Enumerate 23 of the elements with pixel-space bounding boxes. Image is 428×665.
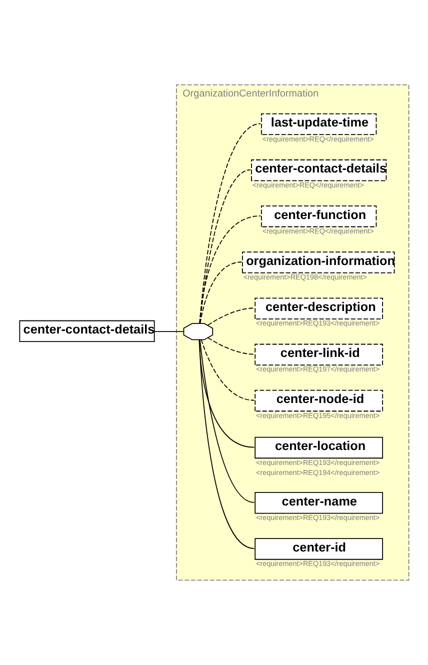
connector <box>208 308 255 326</box>
connector <box>200 339 255 401</box>
node-label: <requirement>REQ193</requirement> <box>256 559 380 568</box>
node-label: <requirement>REQ197</requirement> <box>256 364 380 374</box>
connector <box>200 262 242 324</box>
connector <box>199 339 255 503</box>
connector <box>198 339 255 448</box>
node-label: <requirement>REQ194</requirement> <box>256 468 380 477</box>
connector <box>154 331 184 332</box>
connector <box>199 123 261 324</box>
connector <box>208 337 255 355</box>
node-label: <requirement>REQ195</requirement> <box>256 410 380 420</box>
node-label: <requirement>REQ193</requirement> <box>256 318 380 328</box>
connector <box>199 215 261 324</box>
node-label: <requirement>REQ193</requirement> <box>256 512 380 522</box>
node-label: <requirement>REQ</requirement> <box>252 180 364 190</box>
node-label: <requirement>REQ</requirement> <box>262 134 374 144</box>
node-label: <requirement>REQ193</requirement> <box>256 458 380 467</box>
connector <box>198 339 255 549</box>
node-octagon <box>183 323 214 340</box>
node-label: <requirement>REQ</requirement> <box>262 226 374 236</box>
connector <box>199 169 252 324</box>
node-label: <requirement>REQ198</requirement> <box>243 272 367 282</box>
